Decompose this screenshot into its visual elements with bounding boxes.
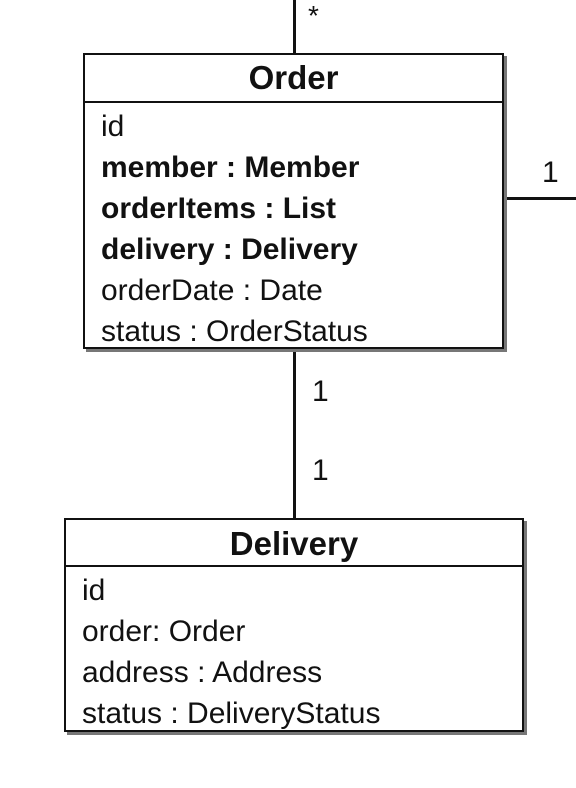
multiplicity-right: 1 — [542, 156, 559, 189]
delivery-attribute: address : Address — [82, 656, 323, 689]
order-attribute: delivery : Delivery — [101, 233, 358, 266]
delivery-attribute: id — [82, 574, 106, 607]
delivery-attribute: order: Order — [82, 615, 246, 648]
delivery-attributes: id order: Order address : Address status : … — [66, 567, 522, 734]
delivery-attribute: status : DeliveryStatus — [82, 697, 381, 730]
delivery-class-box: Delivery id order: Order address : Address… — [64, 518, 524, 732]
order-class-box: Order id member : Member orderItems : List… — [83, 53, 504, 349]
order-attribute: id — [101, 110, 125, 143]
order-attribute: orderItems : List — [101, 192, 337, 225]
association-line-order-delivery — [293, 348, 296, 519]
order-class-name: Order — [85, 55, 502, 103]
multiplicity-delivery-side: 1 — [312, 454, 329, 487]
order-attributes: id member : Member orderItems : List delive… — [85, 103, 502, 352]
multiplicity-order-side: 1 — [312, 375, 329, 408]
order-attribute: orderDate : Date — [101, 274, 323, 307]
association-line-right — [503, 197, 576, 200]
delivery-class-name: Delivery — [66, 520, 522, 567]
order-attribute: member : Member — [101, 151, 360, 184]
order-attribute: status : OrderStatus — [101, 315, 368, 348]
association-line-top — [293, 0, 296, 54]
multiplicity-top: * — [308, 0, 319, 31]
